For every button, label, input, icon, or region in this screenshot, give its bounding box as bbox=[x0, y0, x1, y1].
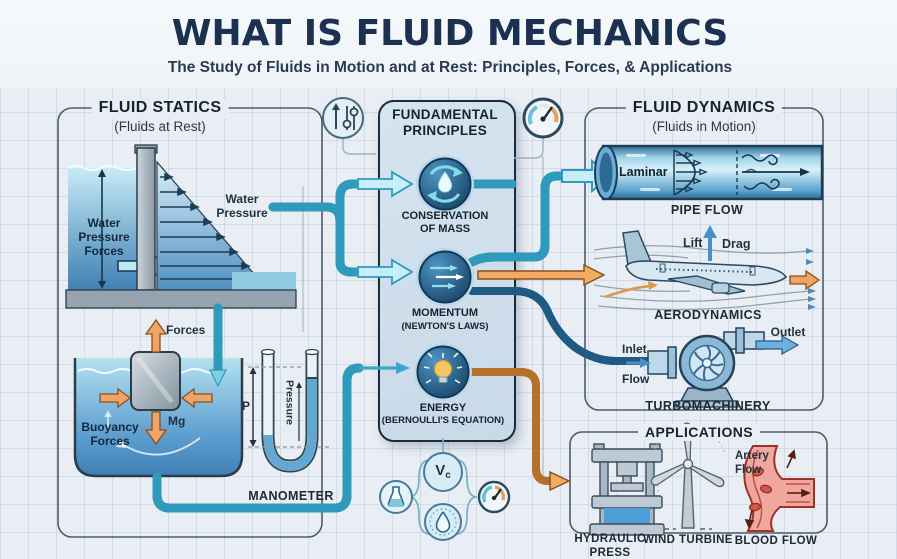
momentum-label: MOMENTUM bbox=[412, 307, 478, 319]
buoyancy-illustration bbox=[73, 318, 244, 478]
mass-conservation-icon bbox=[416, 155, 474, 213]
hydraulic-press-caption: HYDRAULIC PRESS bbox=[574, 533, 646, 559]
flow-label: Flow bbox=[622, 372, 650, 386]
fluid-dynamics-title: FLUID DYNAMICS bbox=[625, 99, 783, 118]
speed-gauge-icon bbox=[477, 480, 511, 514]
pipe-flow-caption: PIPE FLOW bbox=[670, 203, 744, 217]
artery-flow-label: Artery Flow bbox=[735, 450, 769, 476]
blood-flow-caption: BLOOD FLOW bbox=[734, 535, 818, 547]
dam-illustration bbox=[65, 144, 297, 309]
turbomachinery-caption: TURBOMACHINERY bbox=[645, 399, 771, 413]
energy-label: ENERGY bbox=[419, 402, 467, 414]
water-pressure-label: Water Pressure bbox=[216, 192, 268, 221]
velocity-vc-icon bbox=[423, 452, 463, 492]
aerodynamics-illustration bbox=[593, 225, 821, 311]
fluid-dynamics-subtitle: (Fluids in Motion) bbox=[652, 119, 756, 134]
manometer-caption: MANOMETER bbox=[248, 489, 334, 503]
laminar-label: Laminar bbox=[619, 165, 668, 179]
wind-turbine-caption: WIND TURBINE bbox=[643, 534, 733, 546]
turbomachinery-illustration bbox=[626, 327, 800, 408]
fluid-statics-title: FLUID STATICS bbox=[91, 99, 229, 118]
mg-label: Mg bbox=[168, 414, 186, 428]
manometer-illustration bbox=[248, 348, 332, 473]
conservation-of-mass-label: CONSERVATION OF MASS bbox=[401, 210, 489, 235]
manometer-pressure-label: Pressure bbox=[283, 380, 296, 425]
forces-label: Forces bbox=[166, 323, 206, 337]
pipe-flow-illustration bbox=[594, 144, 824, 201]
energy-sublabel: (BERNOULLI'S EQUATION) bbox=[381, 415, 505, 426]
momentum-flow-icon bbox=[416, 248, 474, 306]
inlet-label: Inlet bbox=[622, 342, 647, 356]
hydraulic-press-icon bbox=[589, 443, 665, 536]
vc-main: V bbox=[435, 462, 446, 479]
lift-label: Lift bbox=[683, 236, 703, 250]
manometer-p-label: P bbox=[242, 399, 251, 413]
blood-flow-icon bbox=[743, 445, 815, 532]
page-subtitle: The Study of Fluids in Motion and at Res… bbox=[167, 59, 733, 76]
droplet-icon bbox=[424, 503, 462, 541]
fundamental-principles-title: FUNDAMENTAL PRINCIPLES bbox=[392, 107, 498, 138]
outlet-label: Outlet bbox=[770, 325, 806, 339]
momentum-sublabel: (NEWTON'S LAWS) bbox=[401, 321, 489, 332]
page-title: WHAT IS FLUID MECHANICS bbox=[171, 13, 729, 54]
applications-title: APPLICATIONS bbox=[638, 424, 760, 441]
fluid-statics-subtitle: (Fluids at Rest) bbox=[114, 119, 206, 134]
vc-sub: c bbox=[445, 470, 451, 481]
pressure-gauge-icon bbox=[514, 97, 564, 159]
buoyancy-forces-label: Buoyancy Forces bbox=[81, 420, 139, 449]
parameters-icon bbox=[322, 97, 376, 155]
arrow-momentum-to-aerodynamics bbox=[477, 263, 606, 287]
header-band bbox=[0, 0, 897, 88]
aerodynamics-caption: AERODYNAMICS bbox=[654, 308, 762, 322]
vc-symbol: Vc bbox=[435, 462, 451, 482]
variables-cluster bbox=[379, 438, 511, 541]
drag-label: Drag bbox=[722, 237, 751, 251]
buoyancy-force-arrows bbox=[99, 318, 213, 446]
water-pressure-forces-label: Water Pressure Forces bbox=[78, 216, 130, 259]
pipe-network bbox=[152, 158, 650, 513]
energy-bulb-icon bbox=[414, 343, 472, 401]
flask-icon bbox=[379, 480, 413, 514]
